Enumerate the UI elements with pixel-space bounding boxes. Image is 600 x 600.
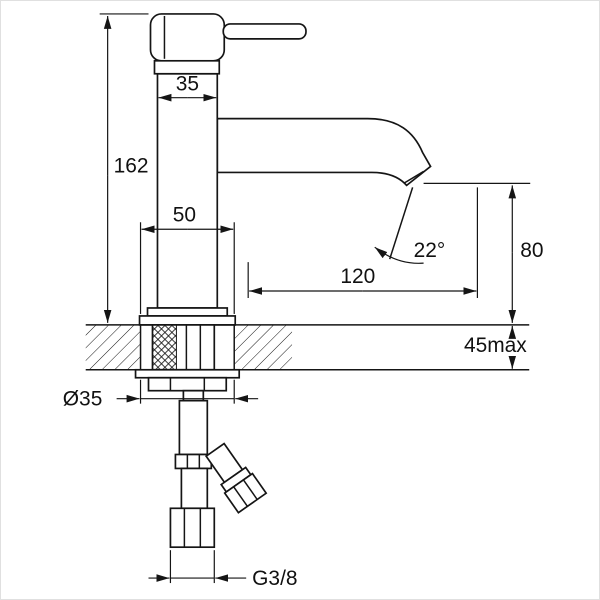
hose-end-nut — [169, 507, 216, 549]
dim-label-hole-diameter: Ø35 — [63, 388, 103, 411]
base-flange-upper — [146, 307, 229, 317]
angle-arc — [374, 246, 424, 264]
branch-nut — [223, 472, 268, 514]
dim-thread: G3/8 — [148, 550, 298, 590]
dim-max-deck: 45max — [464, 325, 527, 369]
hose-braid-upper — [178, 399, 209, 456]
dimension-annotations: 35 162 50 120 — [63, 13, 544, 590]
base-flange-lower — [138, 315, 237, 326]
dim-label-thread: G3/8 — [252, 567, 297, 590]
handle-lever-pin — [222, 23, 307, 40]
mounting-washer — [134, 368, 241, 379]
water-stream-line — [388, 187, 414, 260]
handle-collar — [153, 59, 221, 75]
dim-body-width: 35 — [158, 73, 217, 102]
dim-hole-diameter: Ø35 — [63, 379, 259, 411]
counter-hatch-left — [85, 324, 141, 370]
dim-spout-reach: 120 — [247, 187, 479, 299]
faucet-spout — [216, 117, 432, 187]
dim-label-stream-angle: 22° — [414, 239, 446, 262]
faucet-body — [156, 72, 219, 309]
branch-nut-facet-2 — [242, 479, 258, 500]
counter-hatch-right — [234, 324, 293, 370]
dim-label-spout-reach: 120 — [340, 265, 375, 288]
faucet-figure — [138, 13, 432, 326]
hose-braid-lower — [180, 467, 209, 510]
dim-label-total-height: 162 — [114, 154, 149, 177]
hose-branch-right — [204, 442, 268, 514]
dim-label-outlet-height: 80 — [520, 239, 543, 262]
mounting-hardware — [134, 324, 241, 392]
dim-base-width: 50 — [139, 203, 235, 314]
dim-label-body-width: 35 — [176, 73, 199, 96]
dim-total-height: 162 — [99, 13, 149, 323]
branch-nut-facet-1 — [233, 486, 249, 507]
dim-label-base-width: 50 — [173, 203, 196, 226]
dim-outlet-height: 80 — [423, 182, 544, 323]
dim-stream-angle: 22° — [374, 239, 446, 264]
shank-thread-hatch — [151, 324, 177, 371]
spout-aerator-line — [403, 170, 424, 185]
handle-grip — [149, 13, 226, 62]
dim-label-max-deck: 45max — [464, 334, 527, 357]
mounting-nut — [147, 376, 228, 392]
supply-hoses — [169, 389, 268, 549]
